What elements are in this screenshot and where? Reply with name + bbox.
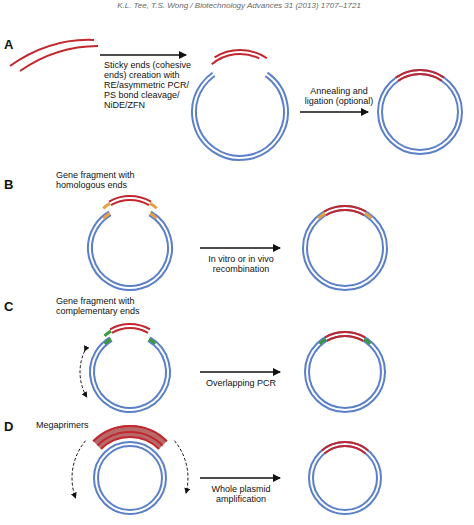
- panel-letter: C: [4, 300, 20, 314]
- plasmid: [173, 32, 307, 179]
- plasmid: [362, 54, 474, 171]
- step-note: In vitro or in vivo recombination: [198, 254, 284, 274]
- process-arrow: [100, 54, 186, 55]
- plasmid: [75, 309, 184, 426]
- plasmid: [73, 181, 188, 306]
- fragment-note: Megaprimers: [36, 420, 98, 430]
- process-arrow: [200, 247, 280, 248]
- step-note: Sticky ends (cohesive ends) creation wit…: [104, 60, 196, 110]
- fragment-note: Gene fragment with complementary ends: [56, 296, 168, 316]
- step-note: Whole plasmid amplification: [196, 484, 286, 504]
- plasmid: [288, 191, 403, 306]
- process-arrow: [200, 371, 280, 372]
- plasmid: [294, 427, 395, 525]
- plasmid: [290, 317, 399, 426]
- panel-letter: A: [4, 38, 20, 52]
- panel-letter: D: [4, 420, 20, 434]
- process-arrow: [200, 477, 280, 478]
- panel-letter: B: [4, 178, 20, 192]
- step-note: Annealing and ligation (optional): [298, 86, 380, 106]
- gene-fragment: [10, 40, 98, 71]
- fragment-note: Gene fragment with homologous ends: [56, 170, 160, 190]
- journal-header: K.L. Tee, T.S. Wong / Biotechnology Adva…: [2, 1, 474, 11]
- step-note: Overlapping PCR: [196, 378, 286, 388]
- process-arrow: [300, 111, 368, 112]
